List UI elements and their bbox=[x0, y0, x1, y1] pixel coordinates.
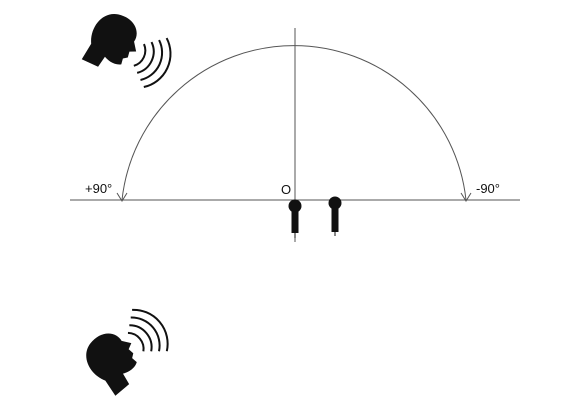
semicircle-arc bbox=[121, 45, 467, 201]
speaking-head-icon bbox=[86, 308, 169, 396]
left-arrowhead bbox=[116, 192, 128, 202]
left-angle-label: +90° bbox=[85, 181, 112, 196]
origin-label: O bbox=[281, 182, 291, 197]
microphone-icon bbox=[288, 199, 302, 238]
right-angle-label: -90° bbox=[476, 181, 500, 196]
microphone-icon bbox=[328, 196, 342, 236]
right-arrowhead bbox=[460, 192, 472, 202]
speaking-head-icon bbox=[81, 14, 172, 89]
